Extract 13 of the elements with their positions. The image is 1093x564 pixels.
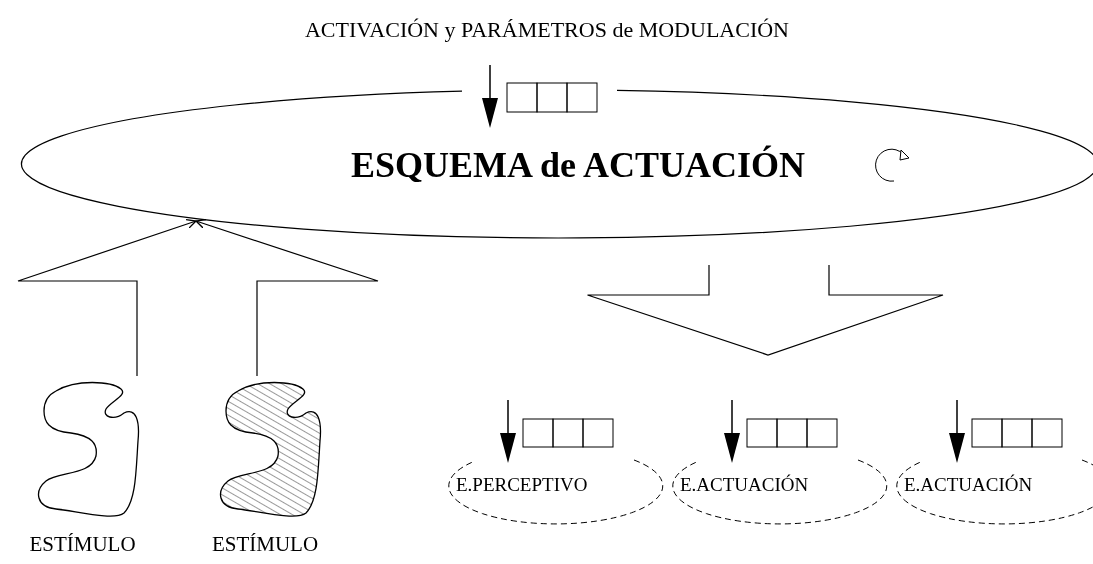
stimulus-label: ESTÍMULO [211,534,319,555]
activation-arrow [724,399,740,463]
sub-schema-label: E.ACTUACIÓN [680,475,809,494]
block-arrow [17,218,197,377]
schema-title: ESQUEMA de ACTUACIÓN [351,147,806,183]
activation-arrow [949,399,965,463]
diagram-title: ACTIVACIÓN y PARÁMETROS de MODULACIÓN [303,19,790,41]
stimulus-label: ESTÍMULO [29,534,136,555]
block-arrow [195,218,379,377]
activation-arrow [500,399,516,463]
activation-arrow [482,64,498,128]
sub-schema-label: E.ACTUACIÓN [904,475,1033,494]
sub-schema-label: E.PERCEPTIVO [456,475,588,494]
